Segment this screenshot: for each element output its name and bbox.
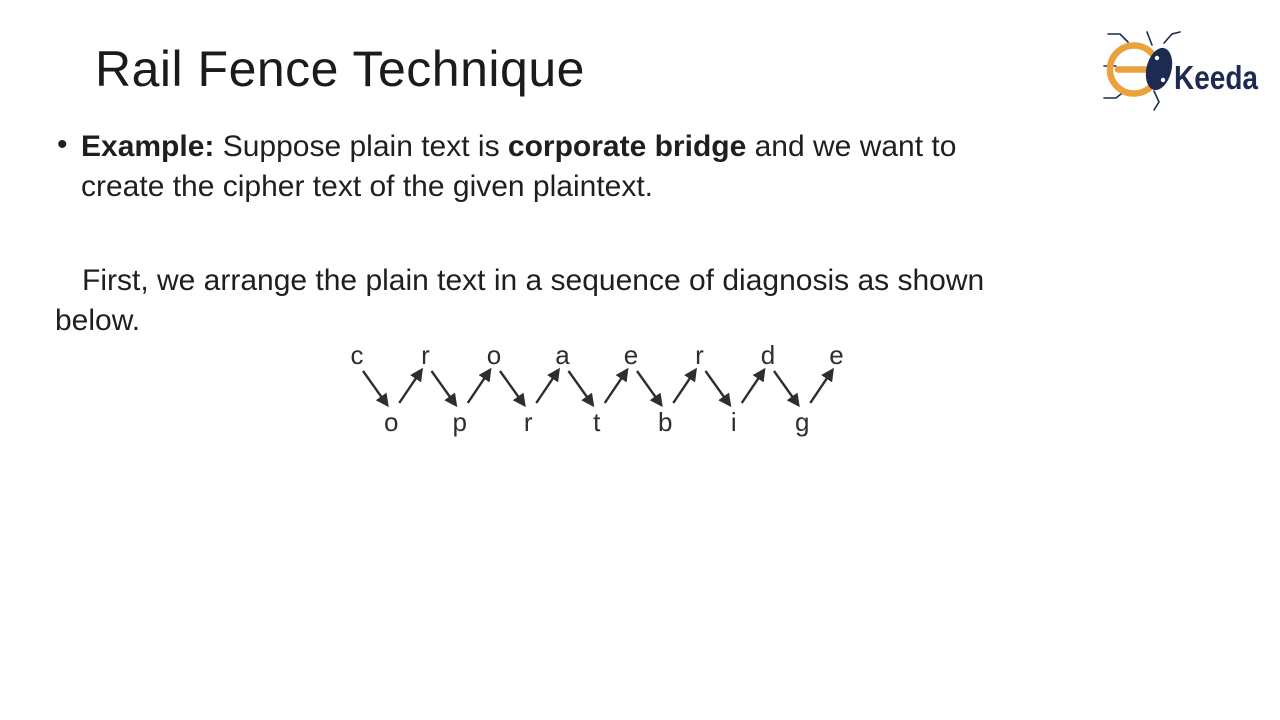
- zigzag-arrow-down-icon: [636, 370, 663, 408]
- rail-letter: a: [555, 340, 570, 370]
- bullet-marker: •: [57, 128, 68, 161]
- zigzag-arrow-up-icon: [466, 367, 492, 404]
- rail-letter: b: [658, 407, 672, 437]
- rail-letter: r: [524, 407, 533, 437]
- zigzag-arrow-down-icon: [430, 370, 458, 408]
- zigzag-arrow-down-icon: [499, 370, 526, 408]
- zigzag-arrow-down-icon: [567, 370, 595, 408]
- text-segment: create the cipher text of the given plai…: [81, 170, 654, 203]
- rail-letter: o: [487, 340, 501, 370]
- zigzag-arrow-up-icon: [809, 367, 834, 404]
- bullet-line: Example: Suppose plain text is corporate…: [81, 127, 956, 167]
- rail-letter: e: [624, 340, 638, 370]
- bold-text-segment: corporate bridge: [507, 130, 747, 163]
- rail-letter: o: [384, 407, 398, 437]
- page-title: Rail Fence Technique: [95, 41, 585, 97]
- zigzag-arrow-down-icon: [773, 370, 800, 408]
- rail-letter: p: [453, 407, 467, 437]
- rail-letter: i: [731, 407, 737, 437]
- rail-fence-diagram: c o r p o r a t e b r i d g e: [351, 340, 844, 437]
- zigzag-arrow-up-icon: [740, 367, 766, 404]
- rail-letter: r: [421, 340, 430, 370]
- paragraph-line: First, we arrange the plain text in a se…: [82, 264, 985, 297]
- rail-letter: d: [761, 340, 775, 370]
- intro-paragraph: First, we arrange the plain text in a se…: [55, 261, 984, 341]
- zigzag-arrow-up-icon: [603, 367, 629, 404]
- rail-letter: r: [695, 340, 704, 370]
- bullet-line: create the cipher text of the given plai…: [81, 167, 956, 207]
- rail-letter: c: [351, 340, 364, 370]
- zigzag-arrow-up-icon: [535, 367, 560, 404]
- logo-wordmark: Keeda: [1174, 59, 1259, 96]
- rail-letter: e: [829, 340, 843, 370]
- text-segment: and we want to: [746, 130, 957, 163]
- logo-bug-body-icon: [1145, 47, 1173, 91]
- logo-bug-dot-icon: [1154, 55, 1160, 61]
- zigzag-arrow-up-icon: [672, 367, 697, 404]
- paragraph-line: below.: [55, 304, 141, 337]
- rail-letter: t: [593, 407, 601, 437]
- bold-text-segment: Example:: [81, 130, 215, 163]
- logo-e-icon: [1106, 42, 1156, 97]
- text-segment: Suppose plain text is: [214, 130, 508, 163]
- example-bullet: • Example: Suppose plain text is corpora…: [57, 127, 956, 207]
- logo-bug-dot-icon: [1160, 77, 1166, 83]
- zigzag-arrow-down-icon: [362, 370, 389, 408]
- ekeeda-logo: Keeda: [1103, 31, 1259, 111]
- zigzag-arrow-up-icon: [398, 367, 423, 404]
- rail-letter: g: [795, 407, 809, 437]
- zigzag-arrow-down-icon: [704, 370, 732, 408]
